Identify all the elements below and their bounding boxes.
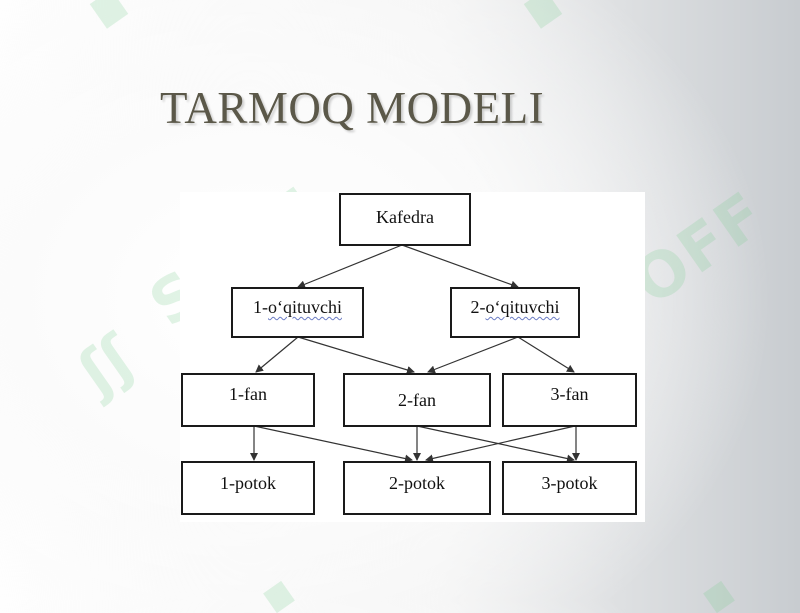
edge-fan1-potok2 — [253, 425, 413, 463]
edge-kafedra-teacher1 — [297, 244, 403, 289]
edge-teacher2-fan2 — [427, 336, 519, 374]
node-fan-2-label: 2-fan — [398, 389, 436, 410]
node-fan-3-label: 3-fan — [550, 384, 589, 404]
node-teacher-1-word: o‘qituvchi — [268, 297, 342, 317]
node-teacher-2-prefix: 2- — [470, 297, 486, 317]
node-fan-3: 3-fan — [502, 373, 637, 427]
node-teacher-2-label: 2-o‘qituvchi — [471, 297, 560, 318]
edge-teacher1-fan1 — [255, 336, 299, 373]
node-fan-1-label: 1-fan — [229, 384, 267, 404]
node-potok-3: 3-potok — [502, 461, 637, 515]
node-potok-1: 1-potok — [181, 461, 315, 515]
edge-teacher2-fan3 — [517, 336, 575, 373]
node-fan-2: 2-fan — [343, 373, 491, 427]
edge-kafedra-teacher2 — [401, 244, 519, 289]
edge-fan3-potok2 — [425, 425, 576, 463]
node-kafedra: Kafedra — [339, 193, 471, 246]
watermark-logo-bottom-left — [263, 580, 295, 613]
slide-title: TARMOQ MODELI — [160, 83, 545, 133]
edge-teacher1-fan2 — [297, 336, 415, 374]
node-teacher-2-word: o‘qituvchi — [485, 297, 560, 317]
node-potok-2: 2-potok — [343, 461, 491, 515]
node-teacher-1: 1-o‘qituvchi — [231, 287, 364, 338]
node-teacher-1-label: 1-o‘qituvchi — [253, 297, 342, 318]
diagram-connectors — [250, 244, 580, 463]
watermark-logo-top-left — [89, 0, 129, 29]
node-teacher-2: 2-o‘qituvchi — [450, 287, 580, 338]
edge-fan2-potok3 — [416, 425, 575, 463]
network-model-diagram: Kafedra 1-o‘qituvchi 2-o‘qituvchi 1-fan … — [180, 192, 645, 522]
node-potok-3-label: 3-potok — [541, 473, 598, 493]
node-potok-1-label: 1-potok — [220, 473, 276, 493]
node-teacher-1-prefix: 1- — [253, 297, 268, 317]
watermark-logo-top-right — [523, 0, 563, 29]
node-fan-1: 1-fan — [181, 373, 315, 427]
watermark-logo-bottom-right — [703, 580, 735, 613]
node-kafedra-label: Kafedra — [376, 207, 434, 227]
node-potok-2-label: 2-potok — [389, 473, 445, 493]
watermark-logo-left: ʃʃ — [66, 322, 148, 408]
